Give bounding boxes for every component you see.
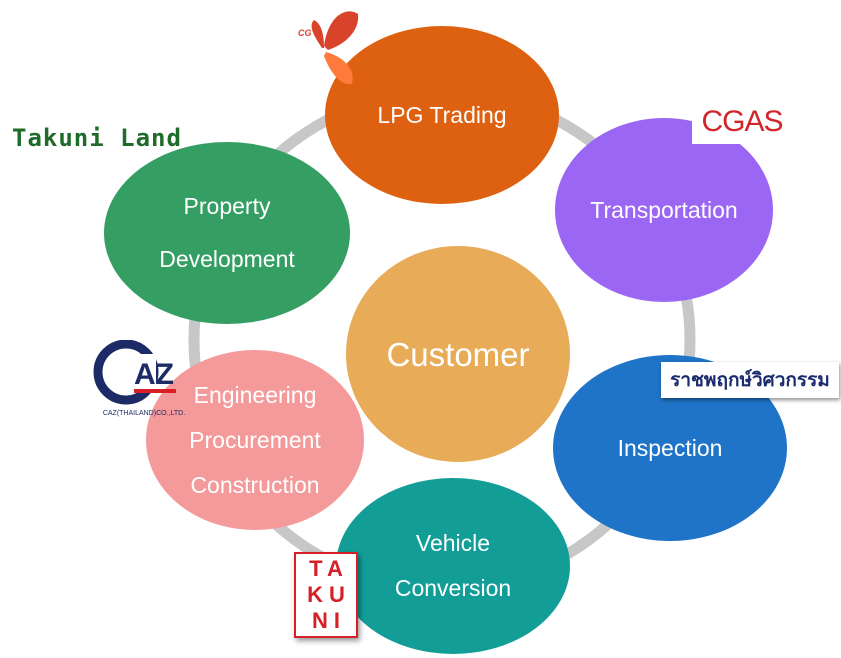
node-label-line-2: Conversion [394, 575, 512, 601]
takuni-logo: TA KU NI [294, 552, 358, 638]
cg-butterfly-logo: CG [294, 6, 364, 90]
node-engineering-procurement-construction: Engineering Procurement Construction [146, 350, 364, 530]
takuni-land-logo: Takuni Land [12, 124, 182, 152]
node-label: Inspection [617, 434, 723, 461]
node-property-development: Property Development [104, 142, 350, 324]
center-label: Customer [386, 335, 530, 373]
node-label-line-2: Development [159, 246, 295, 272]
cgas-logo: CGAS [692, 100, 792, 144]
node-vehicle-conversion: Vehicle Conversion [336, 478, 570, 654]
node-customer: Customer [346, 246, 570, 462]
node-label-line-1: Vehicle [415, 530, 491, 556]
caz-subtitle: CAZ(THAILAND)CO.,LTD. [102, 410, 186, 417]
node-label: LPG Trading [377, 101, 507, 128]
node-transportation: Transportation [555, 118, 773, 302]
thai-company-logo: ราชพฤกษ์วิศวกรรม [661, 362, 839, 398]
node-lpg-trading: LPG Trading [325, 26, 559, 204]
node-label-line-1: Engineering [193, 381, 317, 408]
node-label-line-3: Construction [190, 471, 320, 498]
caz-emblem-icon: AZ [93, 339, 176, 405]
takuni-row: NI [312, 608, 346, 633]
svg-text:AZ: AZ [134, 358, 174, 391]
takuni-row: TA [309, 556, 349, 581]
node-label: Transportation [590, 196, 738, 223]
caz-logo: AZ CAZ(THAILAND)CO.,LTD. [92, 339, 196, 420]
butterfly-icon [311, 11, 359, 85]
takuni-row: KU [307, 582, 351, 607]
node-label-line-1: Property [183, 193, 271, 219]
cg-text: CG [298, 28, 312, 38]
node-label-line-2: Procurement [189, 426, 321, 453]
